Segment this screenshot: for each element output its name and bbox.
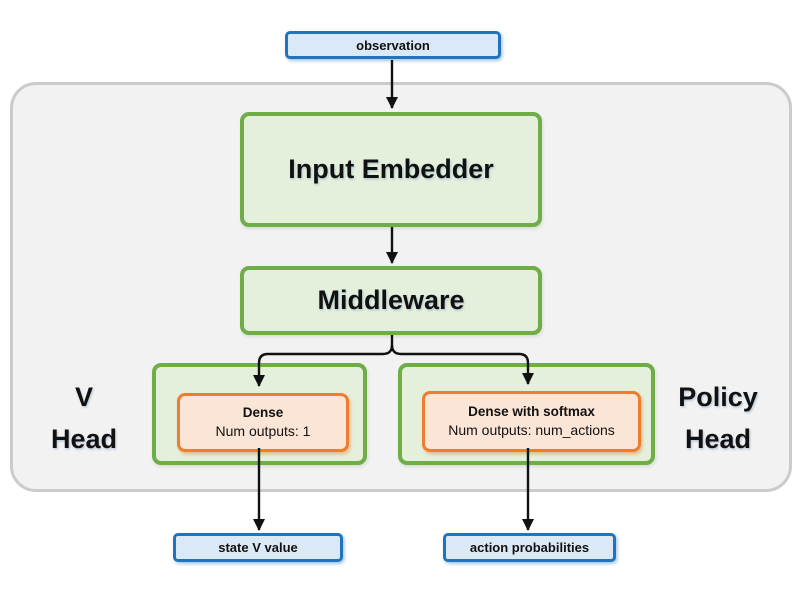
policy-head-group: Dense with softmax Num outputs: num_acti… bbox=[398, 363, 655, 465]
policy-head-label-line2: Head bbox=[684, 423, 752, 454]
policy-head-label: Policy Head bbox=[656, 377, 780, 461]
v-head-dense-subtitle: Num outputs: 1 bbox=[215, 423, 311, 440]
observation-label: observation bbox=[356, 37, 430, 53]
input-embedder-node: Input Embedder bbox=[240, 112, 542, 227]
observation-node: observation bbox=[285, 31, 501, 59]
action-probabilities-node: action probabilities bbox=[443, 533, 616, 562]
state-v-value-node: state V value bbox=[173, 533, 343, 562]
policy-head-dense-node: Dense with softmax Num outputs: num_acti… bbox=[422, 391, 641, 452]
policy-head-dense-subtitle: Num outputs: num_actions bbox=[448, 422, 615, 439]
v-head-dense-title: Dense bbox=[242, 404, 284, 420]
action-probabilities-label: action probabilities bbox=[469, 540, 590, 555]
middleware-label: Middleware bbox=[317, 285, 465, 315]
policy-head-label-line1: Policy bbox=[678, 382, 758, 412]
v-head-dense-node: Dense Num outputs: 1 bbox=[177, 393, 349, 452]
policy-head-dense-title: Dense with softmax bbox=[468, 403, 595, 419]
middleware-node: Middleware bbox=[240, 266, 542, 335]
state-v-value-label: state V value bbox=[218, 540, 298, 555]
v-head-label-line2: Head bbox=[50, 423, 118, 454]
v-head-label: V Head bbox=[28, 377, 140, 461]
input-embedder-label: Input Embedder bbox=[288, 154, 494, 184]
v-head-group: Dense Num outputs: 1 bbox=[152, 363, 367, 465]
v-head-label-line1: V bbox=[74, 382, 93, 412]
